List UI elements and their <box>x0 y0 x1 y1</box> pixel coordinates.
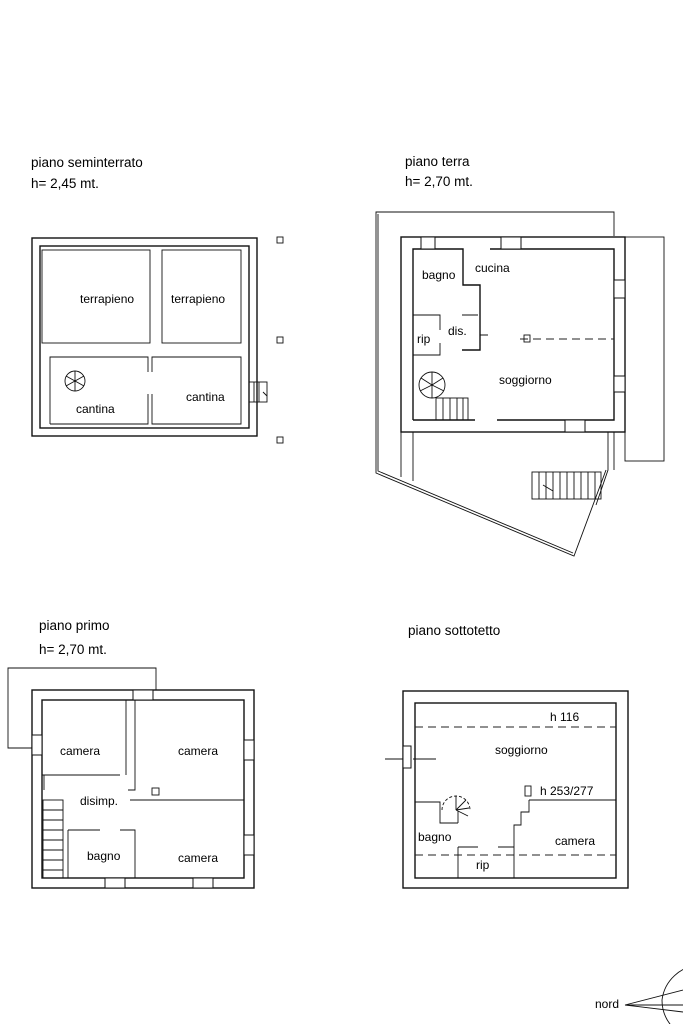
side-terrace <box>624 236 665 462</box>
room-label: camera <box>555 834 595 848</box>
room-label: bagno <box>87 849 121 863</box>
room-label: cucina <box>475 261 510 275</box>
room-label: rip <box>476 858 490 872</box>
outer-wall <box>31 689 255 889</box>
stair-treads <box>253 382 268 402</box>
windows <box>420 236 626 433</box>
spiral-stair-icon <box>441 795 471 817</box>
partition-walls <box>42 700 244 878</box>
room-cantina-2 <box>151 356 242 425</box>
plan-title: piano seminterrato <box>31 155 143 170</box>
room-label: camera <box>60 744 100 758</box>
windows <box>31 689 255 889</box>
outer-wall <box>402 690 629 889</box>
pillar-marker <box>276 336 284 344</box>
external-stair <box>531 471 602 500</box>
external-stair <box>248 381 268 403</box>
room-label: dis. <box>448 324 467 338</box>
plan-primo: piano primo h= 2,70 mt. camera camera di… <box>7 618 255 889</box>
wall-extensions <box>400 432 615 506</box>
outer-wall <box>400 236 626 433</box>
pillar-marker <box>276 236 284 244</box>
room-label: soggiorno <box>495 743 548 757</box>
room-label: terrapieno <box>171 292 225 306</box>
plan-title: piano primo <box>39 618 110 633</box>
inner-wall <box>39 245 250 429</box>
chimney-marker <box>523 334 531 343</box>
room-label: soggiorno <box>499 373 552 387</box>
room-label: cantina <box>76 402 115 416</box>
partition-walls <box>415 799 616 879</box>
plan-title: piano terra <box>405 154 470 169</box>
plan-terra: piano terra h= 2,70 mt. bagno cucina rip… <box>375 154 665 557</box>
plan-sottotetto: piano sottotetto h 116 h 253/277 soggior… <box>385 623 629 889</box>
terrace-outline <box>375 211 615 557</box>
balcony-outline <box>7 667 157 749</box>
room-label: cantina <box>186 390 225 404</box>
pillar-marker <box>276 436 284 444</box>
room-label: camera <box>178 851 218 865</box>
room-label: bagno <box>422 268 456 282</box>
plan-seminterrato: piano seminterrato h= 2,45 mt. terrapien… <box>31 155 284 444</box>
room-label: rip <box>417 332 431 346</box>
inner-wall <box>414 702 617 879</box>
chimney-marker <box>524 785 532 797</box>
plan-title: piano sottotetto <box>408 623 500 638</box>
plan-height: h= 2,45 mt. <box>31 176 99 191</box>
stair <box>42 799 64 879</box>
room-label: disimp. <box>80 794 118 808</box>
partition-walls <box>413 314 488 356</box>
height-lines <box>415 726 616 856</box>
north-arrow-icon <box>624 969 683 1024</box>
room-cantina-1 <box>49 356 149 425</box>
room-label: bagno <box>418 830 452 844</box>
terrace-outline-inner <box>377 214 574 554</box>
outer-wall <box>31 237 258 437</box>
room-terrapieno-1 <box>41 249 151 344</box>
spiral-stair-icon <box>418 371 469 421</box>
room-label: camera <box>178 744 218 758</box>
chimney-marker <box>151 787 160 796</box>
room-terrapieno-2 <box>161 249 242 344</box>
spiral-stair-icon <box>64 370 86 392</box>
plan-height: h= 2,70 mt. <box>405 174 473 189</box>
height-label: h 116 <box>550 710 579 724</box>
plan-height: h= 2,70 mt. <box>39 642 107 657</box>
window <box>402 745 412 769</box>
room-label: terrapieno <box>80 292 134 306</box>
north-label: nord <box>595 997 619 1011</box>
height-label: h 253/277 <box>540 784 594 798</box>
